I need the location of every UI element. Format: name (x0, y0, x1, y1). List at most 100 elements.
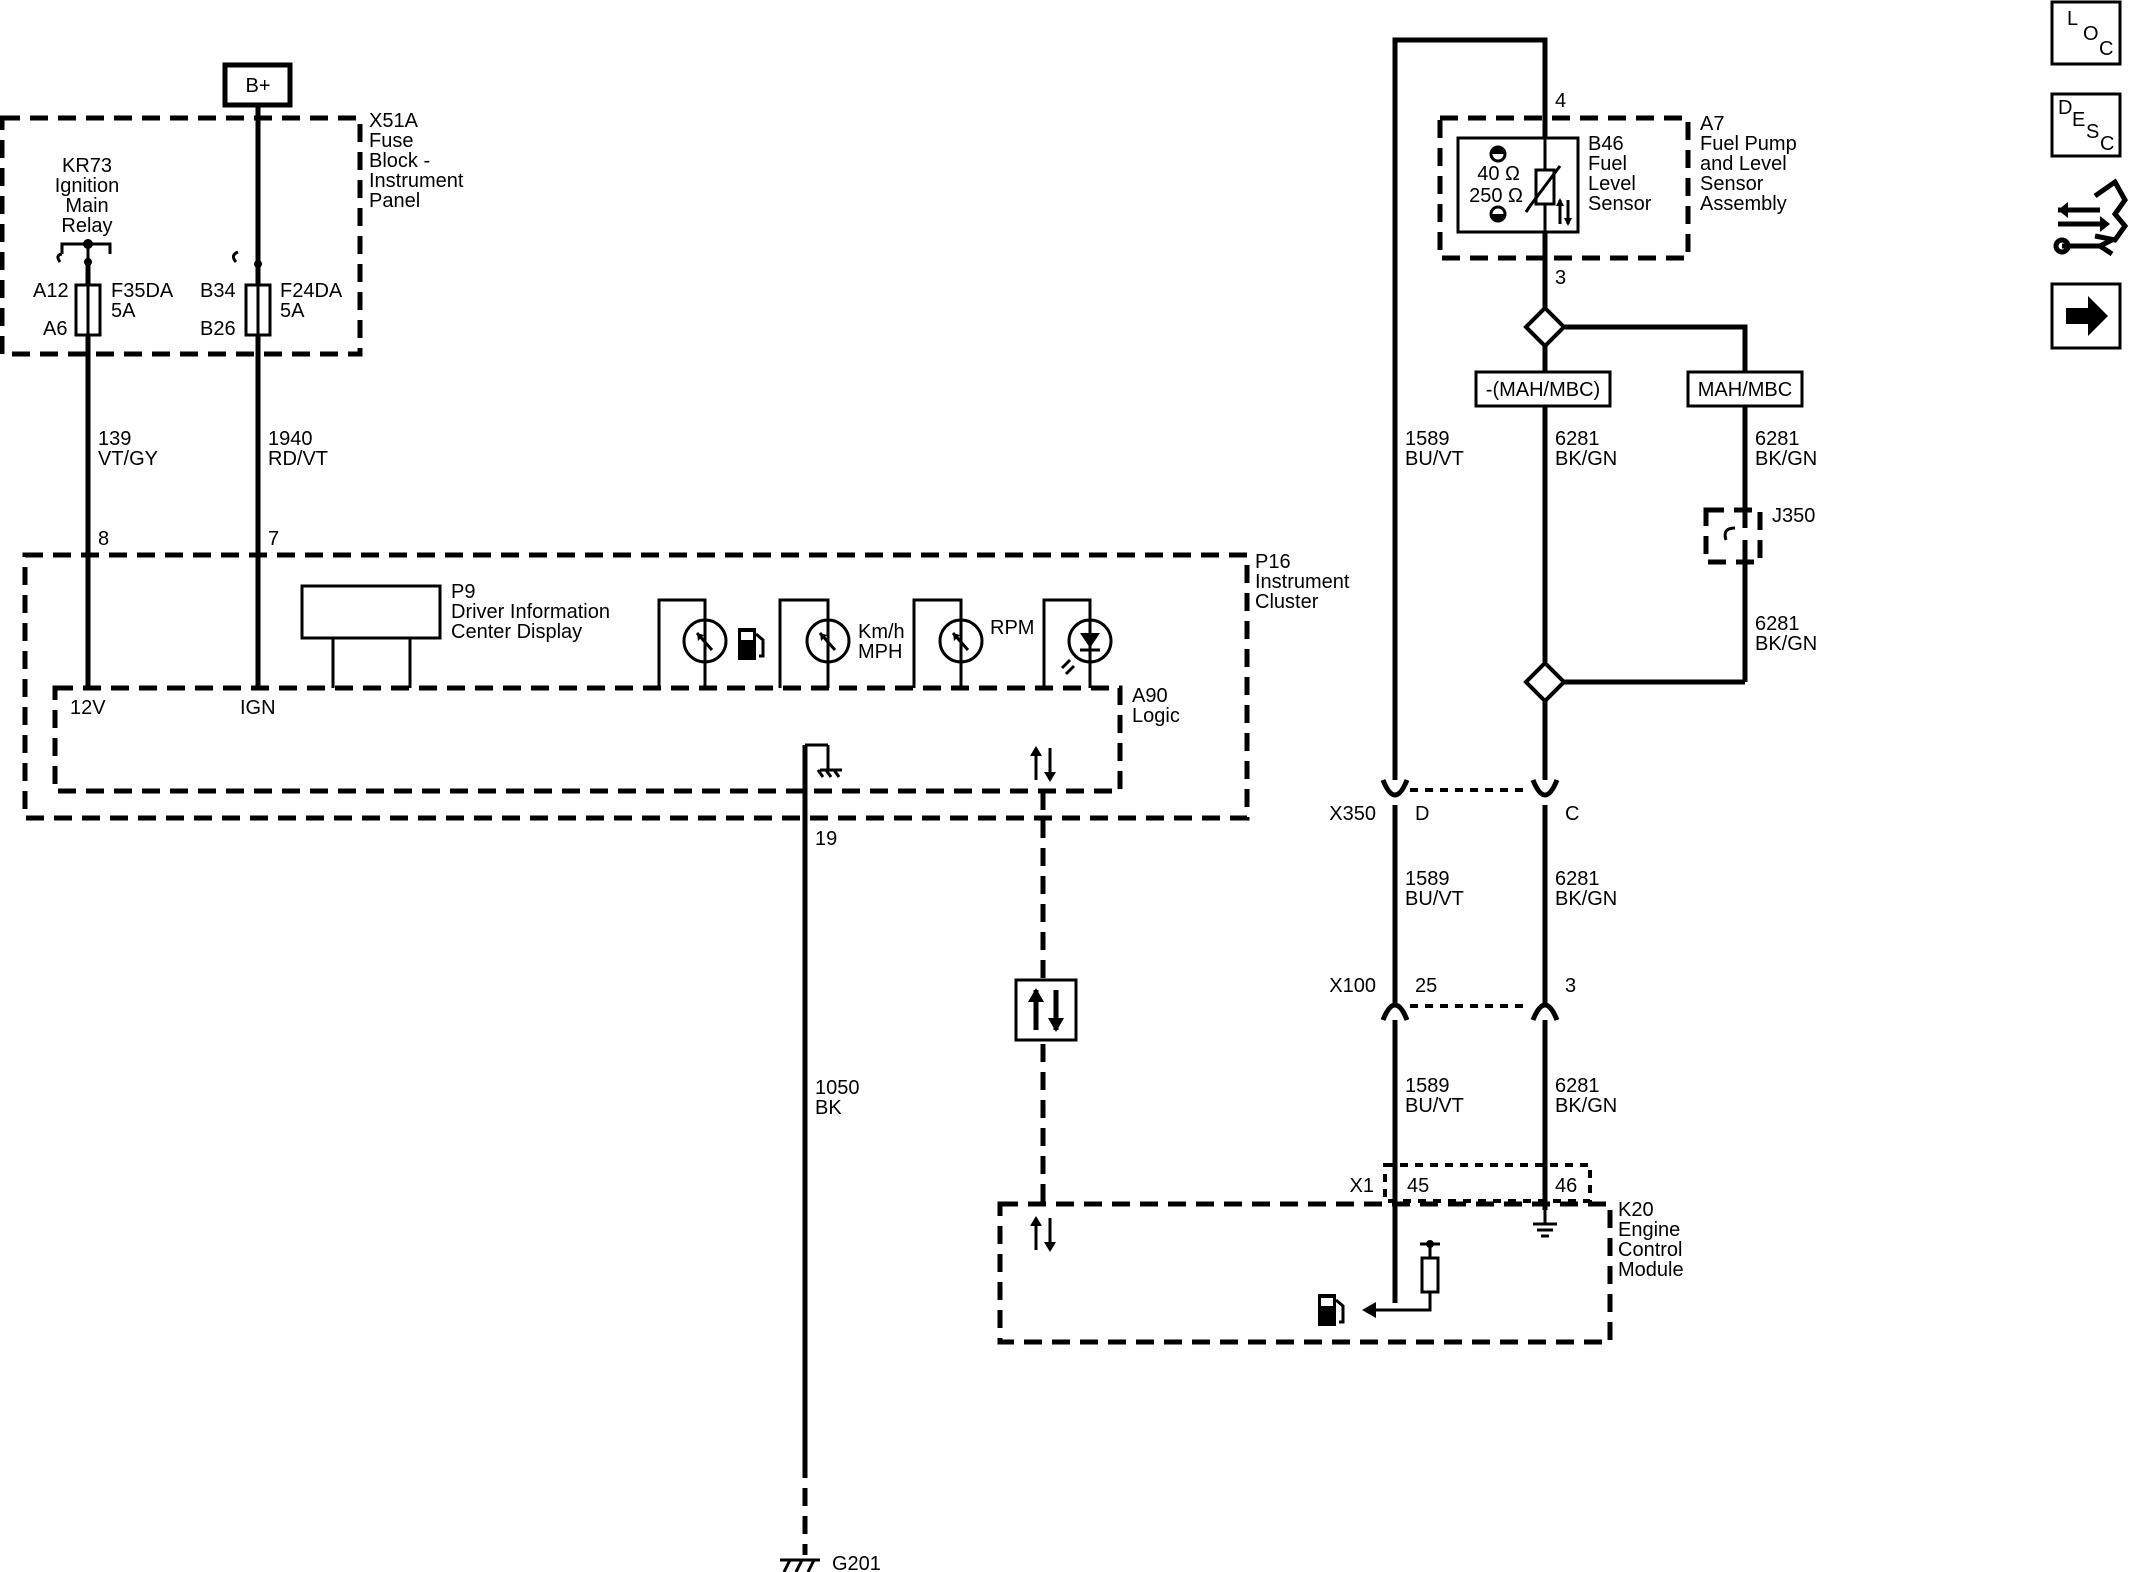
dic-display (300, 584, 442, 688)
fuse-f24da (231, 105, 272, 337)
wire-1940-circuit: 1940 (268, 428, 313, 450)
fuse-1-pin-in: A12 (33, 280, 69, 302)
dic-id: P9 (451, 581, 475, 603)
wire-6281-circuit-e: 6281 (1555, 1075, 1600, 1097)
relay-name-1: Ignition (55, 175, 120, 197)
option-splice-top (1523, 305, 1567, 349)
desc-letter-1: D (2058, 97, 2072, 119)
wire-1589-loop (1392, 37, 1548, 688)
fuse-block-name-4: Panel (369, 190, 420, 212)
dic-name-1: Driver Information (451, 601, 610, 623)
fuel-pump-assembly-outline (1437, 115, 1691, 261)
serial-data-arrows-ecm (1030, 1216, 1056, 1252)
connector-x100 (1380, 1002, 1560, 1021)
fuel-pump-name-1: Fuel Pump (1700, 133, 1797, 155)
fuse-2-pin-out: B26 (200, 318, 236, 340)
wire-6281-circuit-c: 6281 (1755, 613, 1800, 635)
fuse-2-pin-in: B34 (200, 280, 236, 302)
wire-1589-circuit-a: 1589 (1405, 428, 1450, 450)
sensor-name-1: Fuel (1588, 153, 1627, 175)
fuse-1-rating: 5A (111, 300, 136, 322)
power-source-label: B+ (245, 75, 270, 97)
jumper-j350 (1703, 507, 1763, 565)
logic-id: A90 (1132, 685, 1168, 707)
fuel-pump-name-4: Assembly (1700, 193, 1787, 215)
connector-x350 (1380, 779, 1560, 798)
option-without-label: -(MAH/MBC) (1486, 379, 1600, 401)
fuse-block-name-1: Fuse (369, 130, 413, 152)
ecm-outline (997, 1201, 1613, 1345)
wire-1589-color-a: BU/VT (1405, 448, 1464, 470)
relay-id: KR73 (62, 155, 112, 177)
x350-id: X350 (1329, 803, 1376, 825)
loc-letter-2: O (2083, 23, 2099, 45)
ecm-ground-symbol (1533, 1210, 1557, 1238)
x1-pin-a: 45 (1407, 1175, 1429, 1197)
desc-letter-4: C (2100, 133, 2114, 155)
cluster-ground-symbol (802, 743, 842, 1460)
g201-ground-symbol (780, 1558, 820, 1572)
description-button[interactable]: D E S C (2050, 92, 2122, 158)
sensor-id: B46 (1588, 133, 1624, 155)
serial-data-arrows-cluster (1030, 746, 1056, 782)
location-button[interactable]: L O C (2050, 0, 2122, 66)
wire-1589-color-c: BU/VT (1405, 1095, 1464, 1117)
fuse-1-pin-out: A6 (43, 318, 67, 340)
option-with-label: MAH/MBC (1698, 379, 1792, 401)
speedometer-gauge (778, 598, 851, 688)
power-source-b-plus: B+ (222, 62, 293, 108)
fuse-2-rating: 5A (280, 300, 305, 322)
wire-6281-color-b: BK/GN (1755, 448, 1817, 470)
sensor-name-3: Sensor (1588, 193, 1652, 215)
cluster-name-2: Cluster (1255, 591, 1319, 613)
wire-139-color: VT/GY (98, 448, 158, 470)
fuse-1-id: F35DA (111, 280, 174, 302)
wire-6281-circuit-b: 6281 (1755, 428, 1800, 450)
cluster-pin-12v: 8 (98, 528, 109, 550)
fuse-f35da (74, 262, 102, 337)
fuse-block-name-3: Instrument (369, 170, 464, 192)
relay-name-2: Main (65, 195, 108, 217)
option-splice-bottom (1523, 660, 1567, 704)
fuse-block-id: X51A (369, 110, 419, 132)
x1-id: X1 (1350, 1175, 1374, 1197)
wire-1589-circuit-b: 1589 (1405, 868, 1450, 890)
speed-unit-2: MPH (858, 641, 902, 663)
ecm-fuel-pump-icon (1318, 1294, 1345, 1326)
option-with-box: MAH/MBC (1686, 370, 1804, 408)
fuel-pump-id: A7 (1700, 113, 1724, 135)
next-page-button[interactable] (2050, 282, 2122, 350)
sensor-r-empty: 250 Ω (1469, 185, 1523, 207)
serial-data-box (1014, 978, 1078, 1042)
ecm-pullup-resistor (1362, 1240, 1440, 1318)
wire-6281-color-d: BK/GN (1555, 888, 1617, 910)
wire-1050-color: BK (815, 1097, 842, 1119)
fuel-pump-name-2: and Level (1700, 153, 1787, 175)
wire-6281-color-c: BK/GN (1755, 633, 1817, 655)
fuel-pump-pin-top: 4 (1555, 90, 1566, 112)
loc-letter-1: L (2067, 8, 2078, 30)
ground-id: G201 (832, 1553, 881, 1572)
relay-name-3: Relay (61, 215, 112, 237)
jumper-id: J350 (1772, 505, 1815, 527)
fuel-pump-pin-bottom: 3 (1555, 267, 1566, 289)
connector-repair-icon[interactable] (2052, 176, 2129, 260)
fuel-pump-icon (738, 628, 765, 660)
fuse-block-name-2: Block - (369, 150, 430, 172)
x100-pin-a: 25 (1415, 975, 1437, 997)
logic-input-12v: 12V (70, 697, 106, 719)
desc-letter-2: E (2072, 109, 2085, 131)
x1-pin-b: 46 (1555, 1175, 1577, 1197)
ecm-id: K20 (1618, 1199, 1654, 1221)
dic-name-2: Center Display (451, 621, 582, 643)
wire-1589-color-b: BU/VT (1405, 888, 1464, 910)
cluster-name-1: Instrument (1255, 571, 1350, 593)
cluster-pin-gnd: 19 (815, 828, 837, 850)
logic-name: Logic (1132, 705, 1180, 727)
cluster-pin-ign: 7 (268, 528, 279, 550)
option-without-box: -(MAH/MBC) (1474, 370, 1612, 408)
x100-id: X100 (1329, 975, 1376, 997)
desc-letter-3: S (2086, 121, 2099, 143)
x350-pin-a: D (1415, 803, 1429, 825)
